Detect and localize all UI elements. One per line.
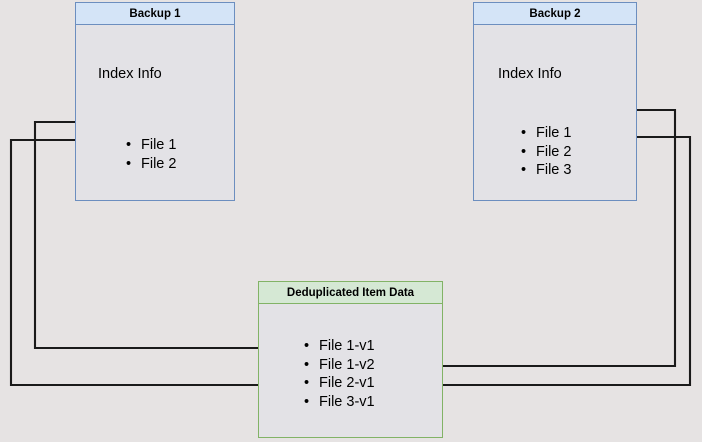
- list-item: File 2: [521, 143, 571, 162]
- backup1-file-list: File 1 File 2: [126, 136, 176, 173]
- deduplicated-item-data-box: Deduplicated Item Data File 1-v1 File 1-…: [258, 281, 443, 438]
- backup1-box: Backup 1 Index Info File 1 File 2: [75, 2, 235, 201]
- list-item: File 2-v1: [304, 374, 375, 393]
- backup1-header: Backup 1: [76, 3, 234, 25]
- list-item: File 1: [126, 136, 176, 155]
- deduplicated-item-data-body: File 1-v1 File 1-v2 File 2-v1 File 3-v1: [259, 304, 442, 437]
- list-item: File 3-v1: [304, 393, 375, 412]
- backup1-index-info-label: Index Info: [98, 66, 162, 82]
- backup2-box: Backup 2 Index Info File 1 File 2 File 3: [473, 2, 637, 201]
- backup2-body: Index Info File 1 File 2 File 3: [474, 25, 636, 200]
- list-item: File 1-v1: [304, 337, 375, 356]
- list-item: File 1-v2: [304, 356, 375, 375]
- backup2-header: Backup 2: [474, 3, 636, 25]
- list-item: File 1: [521, 124, 571, 143]
- backup1-body: Index Info File 1 File 2: [76, 25, 234, 200]
- deduplicated-item-list: File 1-v1 File 1-v2 File 2-v1 File 3-v1: [304, 337, 375, 411]
- deduplicated-item-data-header: Deduplicated Item Data: [259, 282, 442, 304]
- list-item: File 3: [521, 161, 571, 180]
- backup2-file-list: File 1 File 2 File 3: [521, 124, 571, 180]
- list-item: File 2: [126, 155, 176, 174]
- backup2-index-info-label: Index Info: [498, 66, 562, 82]
